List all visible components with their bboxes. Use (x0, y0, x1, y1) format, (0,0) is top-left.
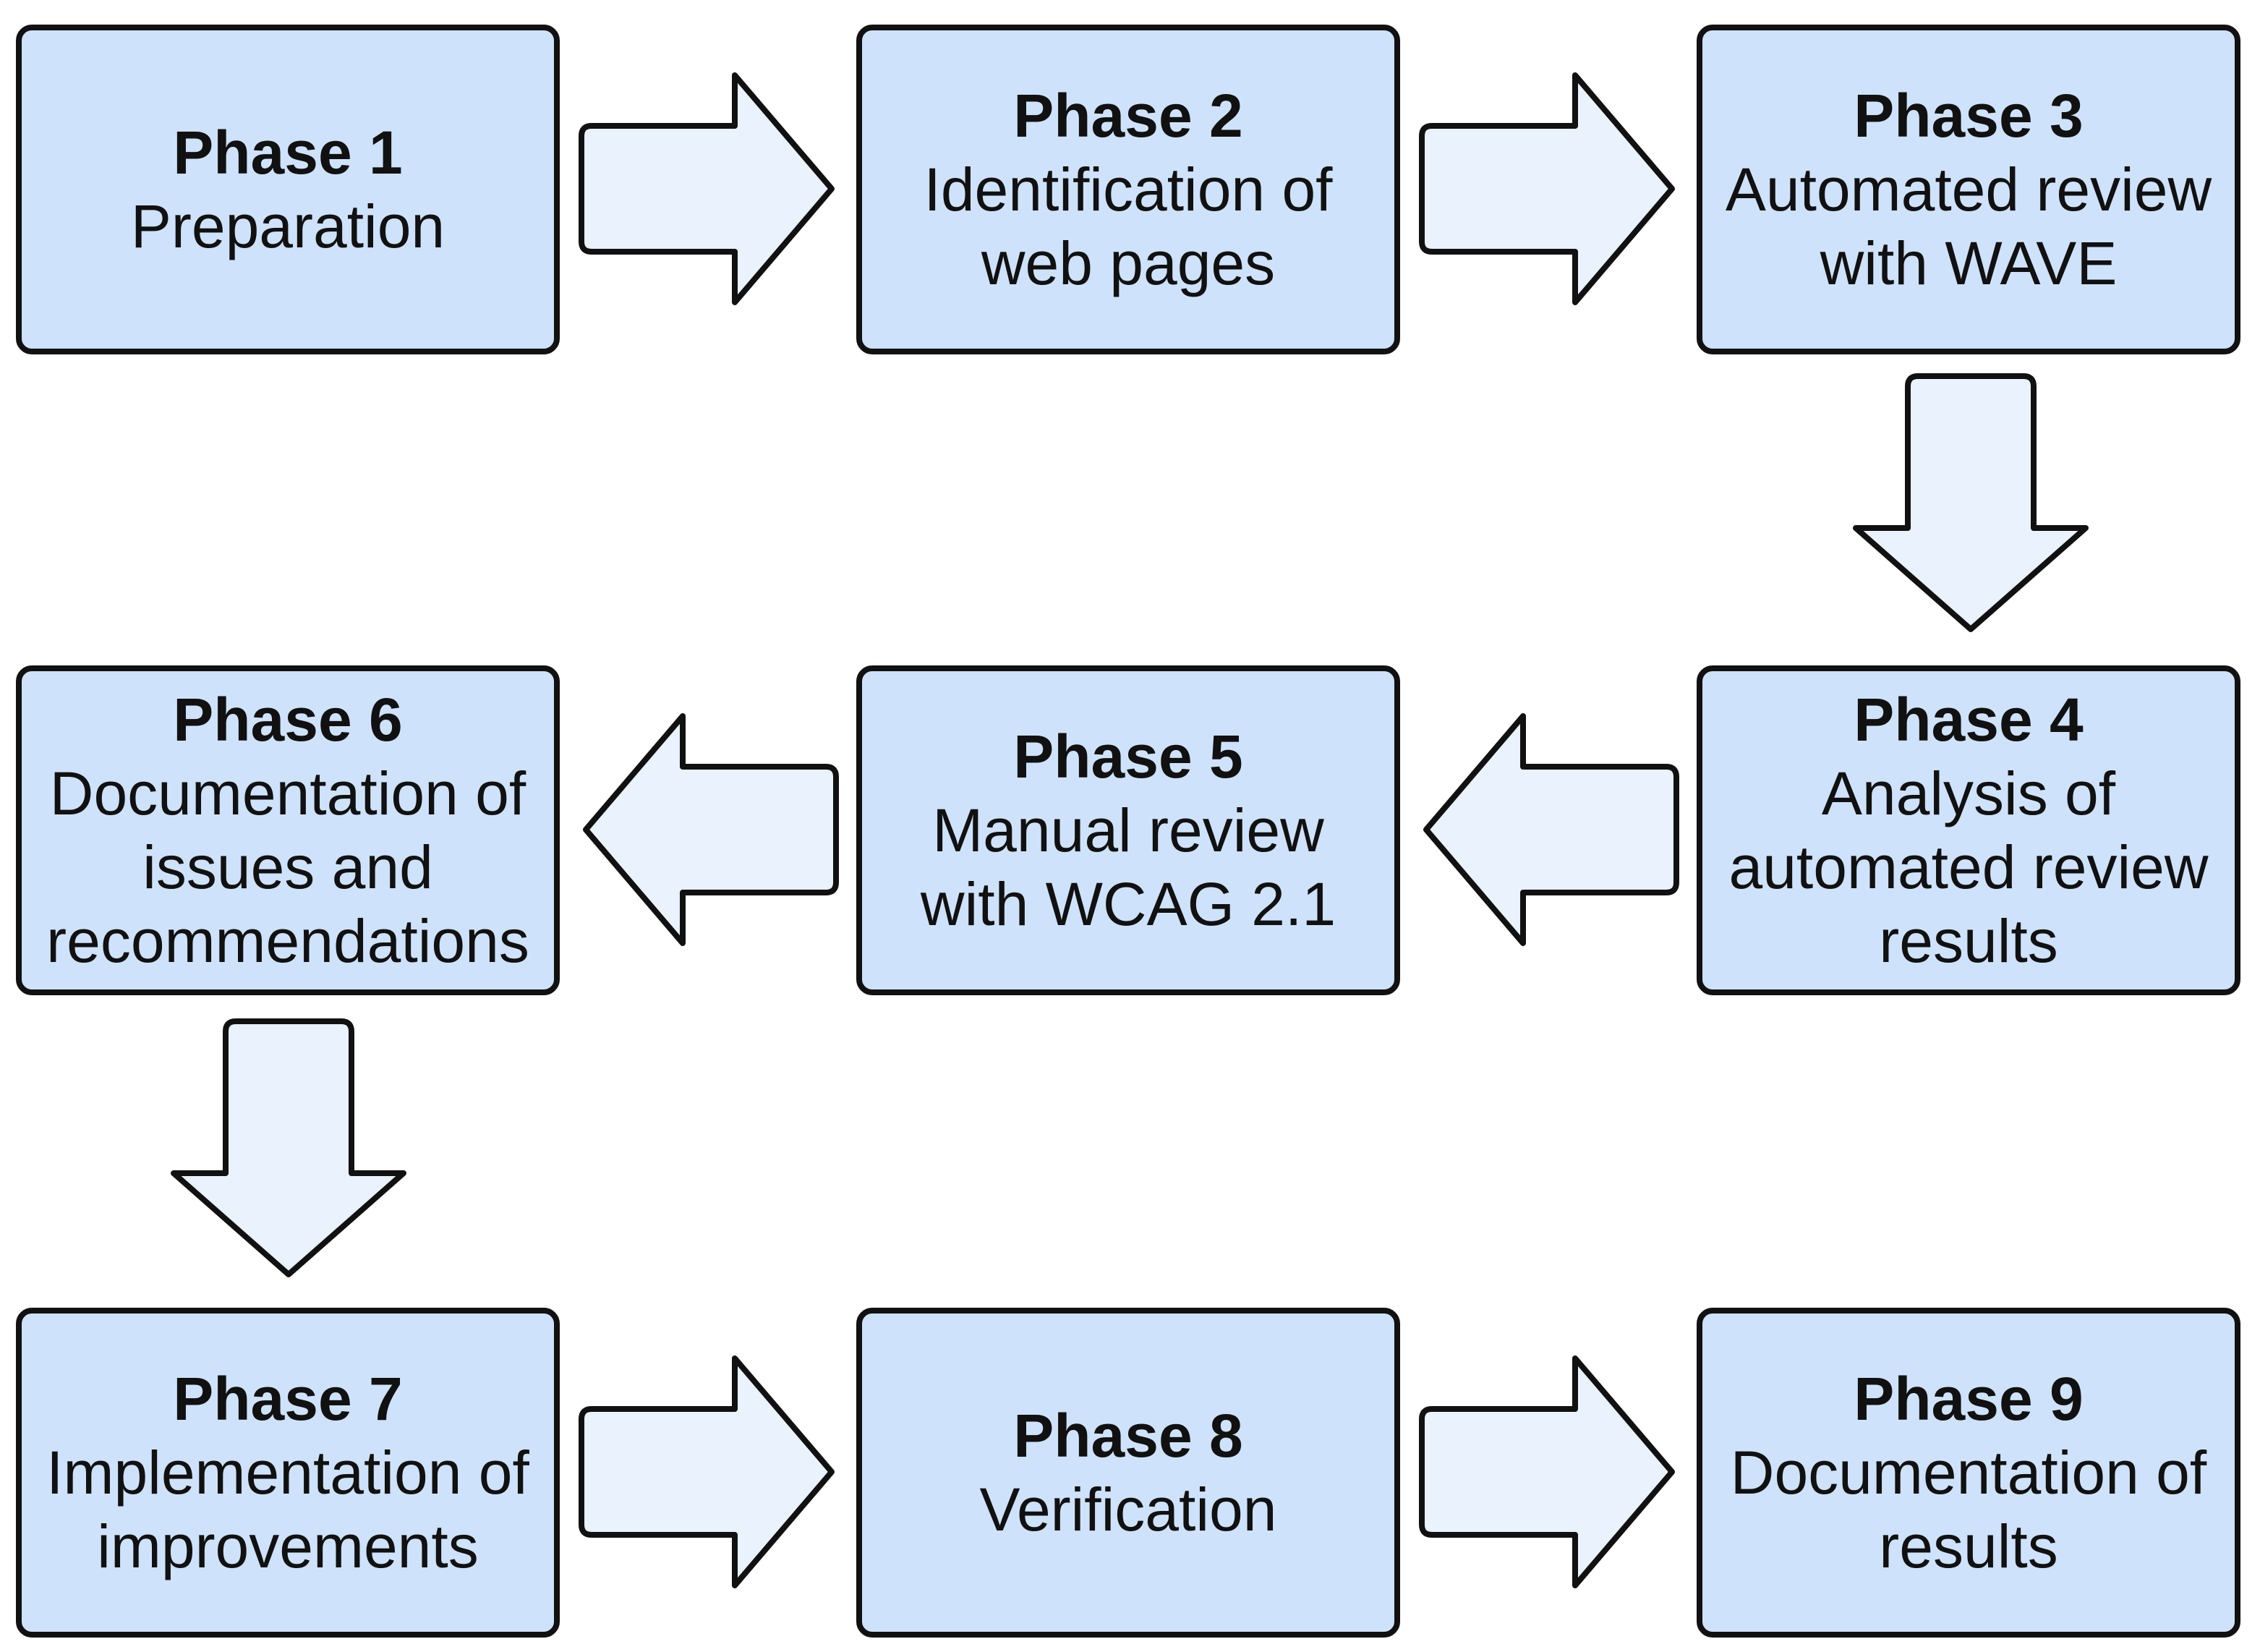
phase-8-box: Phase 8 Verification (856, 1308, 1400, 1638)
phase-4-description: Analysis of automated review results (1728, 759, 2209, 975)
phase-5-box: Phase 5 Manual review with WCAG 2.1 (856, 665, 1400, 995)
arrow-left-icon (1423, 713, 1679, 946)
arrow-right-icon (1419, 72, 1675, 305)
phase-5-description: Manual review with WCAG 2.1 (920, 796, 1336, 938)
arrow-right-icon (579, 72, 835, 305)
phase-1-description: Preparation (130, 192, 445, 260)
phase-4-box: Phase 4 Analysis of automated review res… (1697, 665, 2240, 995)
phase-5-title: Phase 5 (1013, 723, 1243, 791)
phase-2-description: Identification of web pages (924, 156, 1333, 297)
phase-8-description: Verification (979, 1476, 1277, 1544)
phase-6-title: Phase 6 (173, 686, 403, 754)
arrow-right-icon (1419, 1355, 1675, 1588)
phase-2-title: Phase 2 (1013, 82, 1243, 150)
phase-3-box: Phase 3 Automated review with WAVE (1697, 25, 2240, 354)
phase-1-title: Phase 1 (173, 119, 403, 187)
phase-6-description: Documentation of issues and recommendati… (46, 759, 529, 975)
phase-9-title: Phase 9 (1854, 1365, 2084, 1433)
phase-7-description: Implementation of improvements (46, 1439, 529, 1580)
phase-9-box: Phase 9 Documentation of results (1697, 1308, 2240, 1638)
phase-2-box: Phase 2 Identification of web pages (856, 25, 1400, 354)
arrow-down-icon (1853, 373, 2089, 632)
phase-3-description: Automated review with WAVE (1725, 156, 2212, 297)
arrow-down-icon (171, 1018, 406, 1277)
phase-9-description: Documentation of results (1730, 1439, 2207, 1580)
phase-8-title: Phase 8 (1013, 1402, 1243, 1470)
arrow-left-icon (583, 713, 839, 946)
phase-4-title: Phase 4 (1854, 686, 2084, 754)
phase-6-box: Phase 6 Documentation of issues and reco… (16, 665, 560, 995)
phase-1-box: Phase 1 Preparation (16, 25, 560, 354)
arrow-right-icon (579, 1355, 835, 1588)
phase-7-box: Phase 7 Implementation of improvements (16, 1308, 560, 1638)
phase-3-title: Phase 3 (1854, 82, 2084, 150)
phase-7-title: Phase 7 (173, 1365, 403, 1433)
